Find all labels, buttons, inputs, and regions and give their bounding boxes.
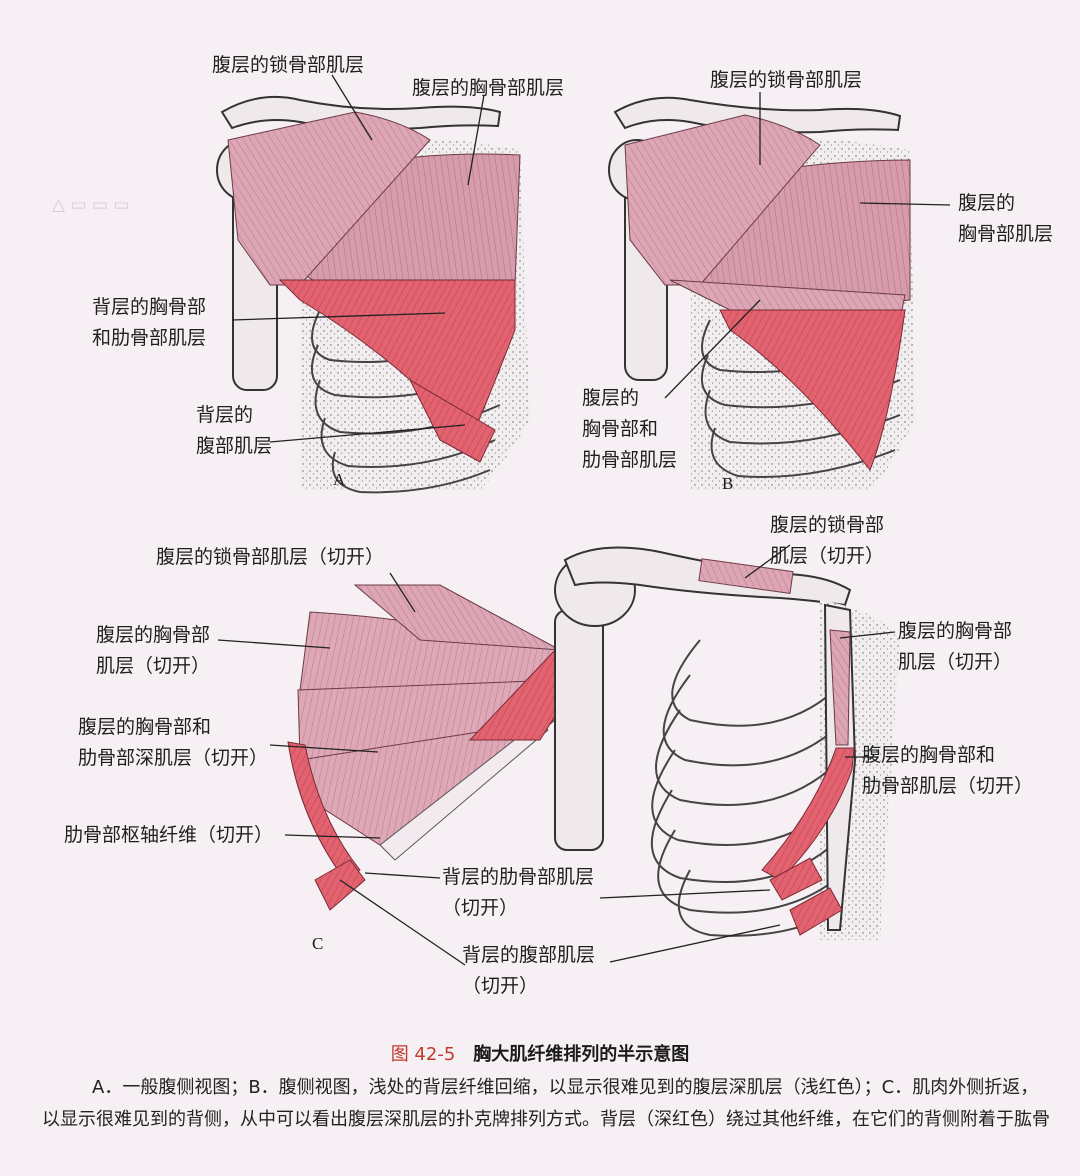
figure-description: A．一般腹侧视图；B．腹侧视图，浅处的背层纤维回缩，以显示很难见到的腹层深肌层（… (42, 1077, 1050, 1130)
label-c-dorsal-abdominal-cut: 背层的腹部肌层 （切开） (462, 944, 596, 997)
panel-letter-c: C (312, 934, 324, 953)
label-b-sternocostal-layer: 腹层的 胸骨部和 肋骨部肌层 (582, 387, 678, 471)
label-c-clavicular-cut-right: 腹层的锁骨部 肌层（切开） (770, 514, 885, 567)
panel-a-drawing (216, 74, 530, 494)
label-a-sternal-layer: 腹层的胸骨部肌层 (412, 77, 565, 99)
label-b-sternal-layer: 腹层的 胸骨部肌层 (958, 192, 1054, 245)
label-c-pivot-fibers: 肋骨部枢轴纤维（切开） (64, 824, 274, 846)
label-a-dorsal-abdominal: 背层的 腹部肌层 (196, 404, 273, 457)
label-a-dorsal-sternocostal: 背层的胸骨部 和肋骨部肌层 (92, 296, 207, 349)
label-c-sternal-cut-left: 腹层的胸骨部 肌层（切开） (96, 624, 211, 677)
figure-title: 胸大肌纤维排列的半示意图 (473, 1044, 690, 1065)
label-c-clavicular-cut-left: 腹层的锁骨部肌层（切开） (156, 546, 385, 568)
figure-number: 图 42-5 (390, 1044, 456, 1065)
label-c-deep-cut-left: 腹层的胸骨部和 肋骨部深肌层（切开） (78, 716, 269, 769)
show-through-text: △ ▭ ▭ ▭ (52, 195, 130, 215)
label-a-clavicular-layer: 腹层的锁骨部肌层 (212, 54, 365, 76)
label-c-dorsal-costal-cut: 背层的肋骨部肌层 （切开） (442, 866, 595, 919)
figure-caption-title: 图 42-5 胸大肌纤维排列的半示意图 (0, 1040, 1080, 1066)
illustration (216, 74, 951, 966)
label-c-sternal-cut-right: 腹层的胸骨部 肌层（切开） (898, 620, 1013, 673)
panel-c-drawing (217, 544, 900, 966)
panel-b-drawing (608, 92, 951, 490)
label-c-sternocostal-cut-right: 腹层的胸骨部和 肋骨部肌层（切开） (862, 744, 1034, 797)
panel-letter-a: A (333, 470, 346, 489)
panel-letter-b: B (722, 474, 734, 493)
label-b-clavicular-layer: 腹层的锁骨部肌层 (710, 69, 863, 91)
